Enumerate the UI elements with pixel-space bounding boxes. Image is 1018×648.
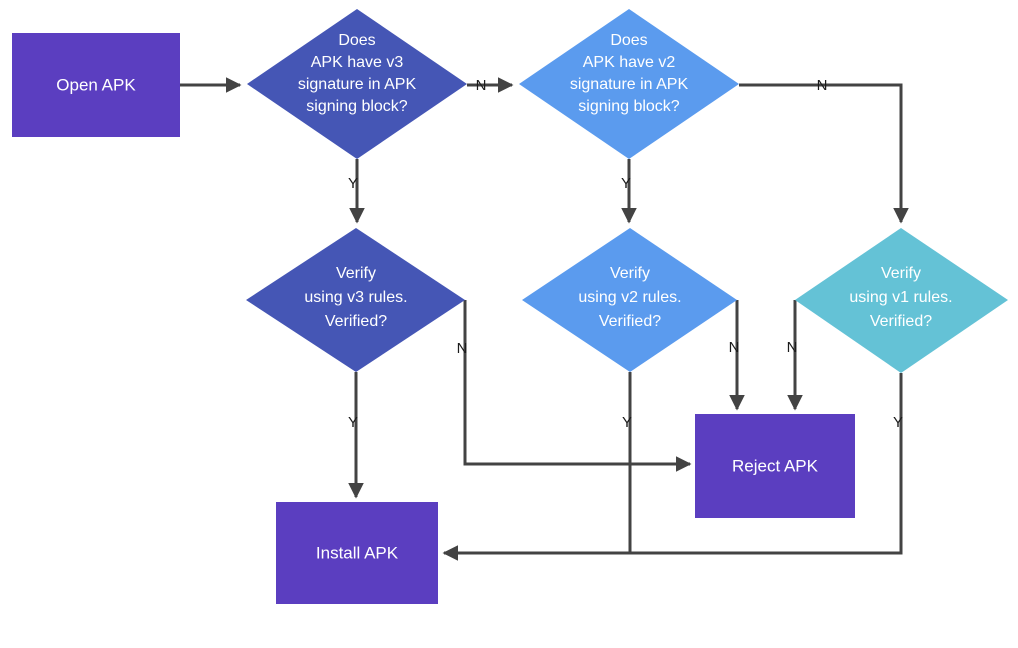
reject-apk-rect[interactable] <box>695 414 855 518</box>
edge-label-verify-v2-no: N <box>729 339 740 356</box>
install-apk-label: Install APK <box>316 543 399 562</box>
verify-v3-diamond[interactable] <box>246 228 465 372</box>
edge-label-verify-v1-no: N <box>787 339 798 356</box>
has-v2-label-line-1: Does <box>610 32 647 49</box>
node-install-apk[interactable]: Install APK <box>276 502 438 604</box>
edge-label-has-v2-no: N <box>817 77 828 94</box>
node-verify-v3[interactable]: Verify using v3 rules. Verified? <box>246 228 465 372</box>
verify-v3-label-line-1: Verify <box>336 265 376 282</box>
edge-label-verify-v2-yes: Y <box>622 414 632 431</box>
has-v3-label-line-1: Does <box>338 32 375 49</box>
edge-verify-v3-no-to-reject <box>463 300 692 472</box>
reject-apk-label: Reject APK <box>732 456 819 475</box>
node-verify-v1[interactable]: Verify using v1 rules. Verified? <box>795 228 1008 373</box>
node-has-v3-signature[interactable]: Does APK have v3 signature in APK signin… <box>247 9 467 159</box>
has-v2-label-line-4: signing block? <box>578 98 680 115</box>
verify-v2-label-line-1: Verify <box>610 265 650 282</box>
install-apk-rect[interactable] <box>276 502 438 604</box>
has-v3-label-line-3: signature in APK <box>298 76 417 93</box>
has-v3-diamond[interactable] <box>247 9 467 159</box>
node-verify-v2[interactable]: Verify using v2 rules. Verified? <box>522 228 737 372</box>
edge-label-has-v3-no: N <box>476 77 487 94</box>
verify-v3-label-line-2: using v3 rules. <box>304 289 407 306</box>
verify-v1-diamond[interactable] <box>795 228 1008 373</box>
verify-v1-label-line-2: using v1 rules. <box>849 289 952 306</box>
verify-v2-label-line-3: Verified? <box>599 313 661 330</box>
open-apk-rect[interactable] <box>12 33 180 137</box>
node-open-apk[interactable]: Open APK <box>12 33 180 137</box>
edge-label-verify-v1-yes: Y <box>893 414 903 431</box>
has-v2-label-line-2: APK have v2 <box>583 54 676 71</box>
verify-v1-label-line-1: Verify <box>881 265 921 282</box>
node-reject-apk[interactable]: Reject APK <box>695 414 855 518</box>
has-v2-diamond[interactable] <box>519 9 739 159</box>
verify-v2-diamond[interactable] <box>522 228 737 372</box>
node-has-v2-signature[interactable]: Does APK have v2 signature in APK signin… <box>519 9 739 159</box>
has-v2-label-line-3: signature in APK <box>570 76 689 93</box>
verify-v1-label-line-3: Verified? <box>870 313 932 330</box>
open-apk-label: Open APK <box>56 75 136 94</box>
verify-v2-label-line-2: using v2 rules. <box>578 289 681 306</box>
verify-v3-label-line-3: Verified? <box>325 313 387 330</box>
has-v3-label-line-2: APK have v3 <box>311 54 404 71</box>
edge-has-v2-no-to-verify-v1 <box>739 83 909 224</box>
edge-label-verify-v3-yes: Y <box>348 414 358 431</box>
edge-label-verify-v3-no: N <box>457 340 468 357</box>
has-v3-label-line-4: signing block? <box>306 98 408 115</box>
edge-verify-v1-yes-to-install <box>442 373 903 561</box>
edge-label-has-v3-yes: Y <box>348 175 358 192</box>
edge-label-has-v2-yes: Y <box>621 175 631 192</box>
